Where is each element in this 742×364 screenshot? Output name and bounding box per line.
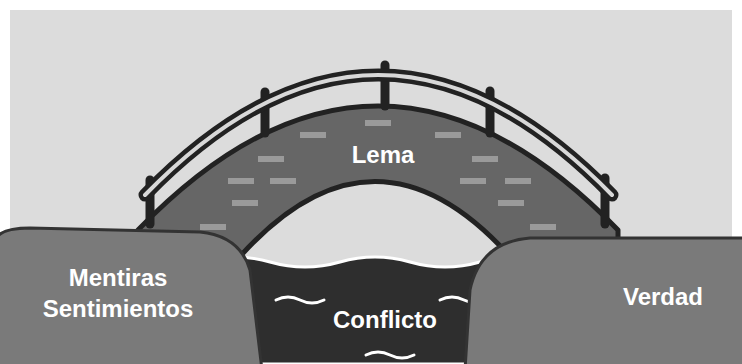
wave-marks (276, 297, 488, 358)
shape-label: Lema (323, 139, 443, 170)
left-bank (0, 228, 262, 364)
right-bank-box: Verdad (603, 281, 723, 312)
bridge-label-box: Lema (323, 139, 443, 170)
railing-top (145, 75, 612, 195)
shape-label: Mentiras Sentimientos (33, 262, 203, 324)
water-box: Conflicto (310, 304, 460, 335)
left-bank-box: Mentiras Sentimientos (33, 262, 203, 324)
bridge-bricks (200, 120, 556, 230)
shape-label: Conflicto (310, 304, 460, 335)
shape-label: Verdad (603, 281, 723, 312)
railing-posts (150, 65, 605, 224)
right-bank (465, 238, 742, 364)
railing-highlight (145, 75, 612, 195)
